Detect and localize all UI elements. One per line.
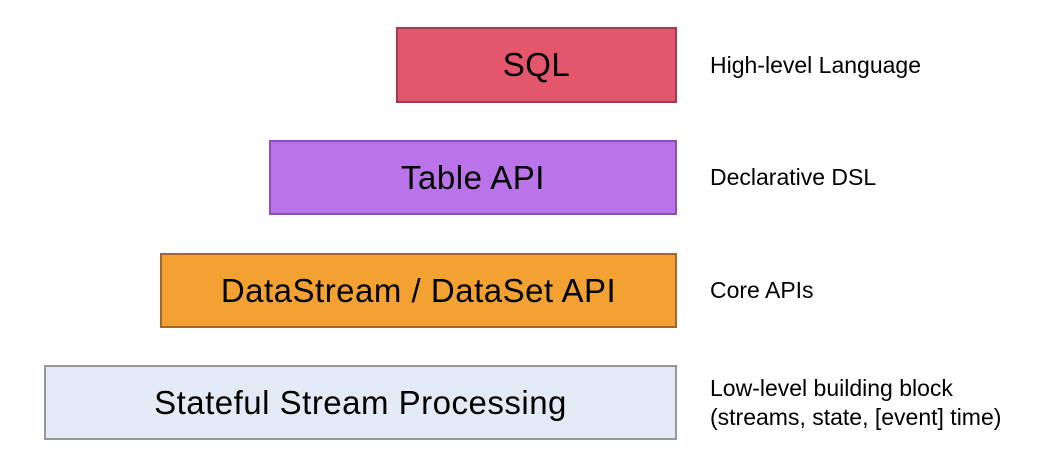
layer-label-datastream-dataset-api: DataStream / DataSet API: [220, 271, 617, 309]
layer-annotation-high-level-language: High-level Language: [710, 27, 921, 103]
layer-annotation-low-level-building-block: Low-level building block (streams, state…: [710, 365, 1001, 440]
annotation-line: Low-level building block: [710, 374, 953, 401]
layer-annotation-core-apis: Core APIs: [710, 253, 814, 328]
layer-box-stateful-stream-processing: Stateful Stream Processing: [44, 365, 677, 440]
layer-annotation-declarative-dsl: Declarative DSL: [710, 140, 876, 215]
layer-box-sql: SQL: [396, 27, 677, 103]
layer-label-table-api: Table API: [401, 158, 545, 196]
layer-label-sql: SQL: [502, 46, 571, 83]
annotation-line: (streams, state, [event] time): [710, 403, 1002, 430]
annotation-line: Declarative DSL: [710, 164, 877, 190]
layer-label-stateful-stream-processing: Stateful Stream Processing: [154, 383, 567, 421]
annotation-line: High-level Language: [710, 51, 921, 78]
annotation-line: Core APIs: [710, 277, 814, 303]
layer-box-datastream-dataset-api: DataStream / DataSet API: [160, 253, 677, 328]
layer-box-table-api: Table API: [269, 140, 677, 215]
